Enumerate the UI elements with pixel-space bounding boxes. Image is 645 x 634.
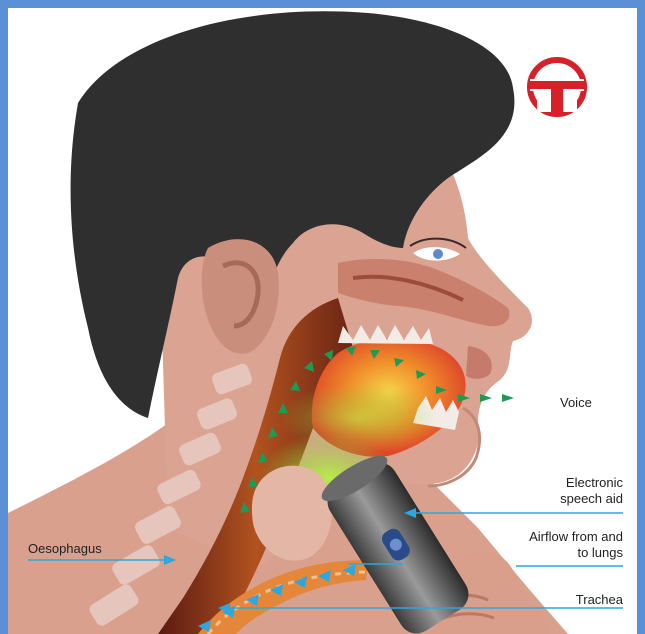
label-electronic-speech-aid: Electronic speech aid [560, 475, 623, 507]
brand-logo [527, 57, 587, 117]
label-oesophagus: Oesophagus [28, 541, 102, 557]
label-voice: Voice [560, 395, 592, 411]
diagram-canvas: Voice Electronic speech aid Airflow from… [8, 8, 637, 634]
label-trachea: Trachea [576, 592, 623, 608]
label-airflow: Airflow from and to lungs [529, 529, 623, 561]
